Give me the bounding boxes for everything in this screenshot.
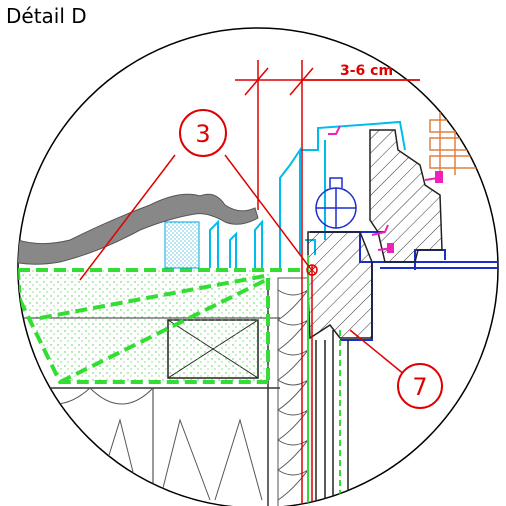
seals [328,125,443,253]
reference-lines [257,60,313,506]
membrane [307,255,341,506]
dimension [235,67,420,96]
sill-profile [307,129,443,340]
callout-3: 3 [79,109,318,281]
round-profile [315,177,357,229]
cladding [315,330,349,506]
insulation-wedge [18,268,305,384]
frame-profile [209,120,406,268]
callout-3-target [306,264,318,276]
gravel-strip [18,193,259,265]
callout-7-label: 7 [412,373,427,401]
mesh-block [164,221,200,269]
callout-3-label: 3 [195,120,210,148]
detail-title: Détail D [6,4,87,28]
callout-7: 7 [349,329,443,409]
dimension-label: 3-6 cm [340,63,393,79]
